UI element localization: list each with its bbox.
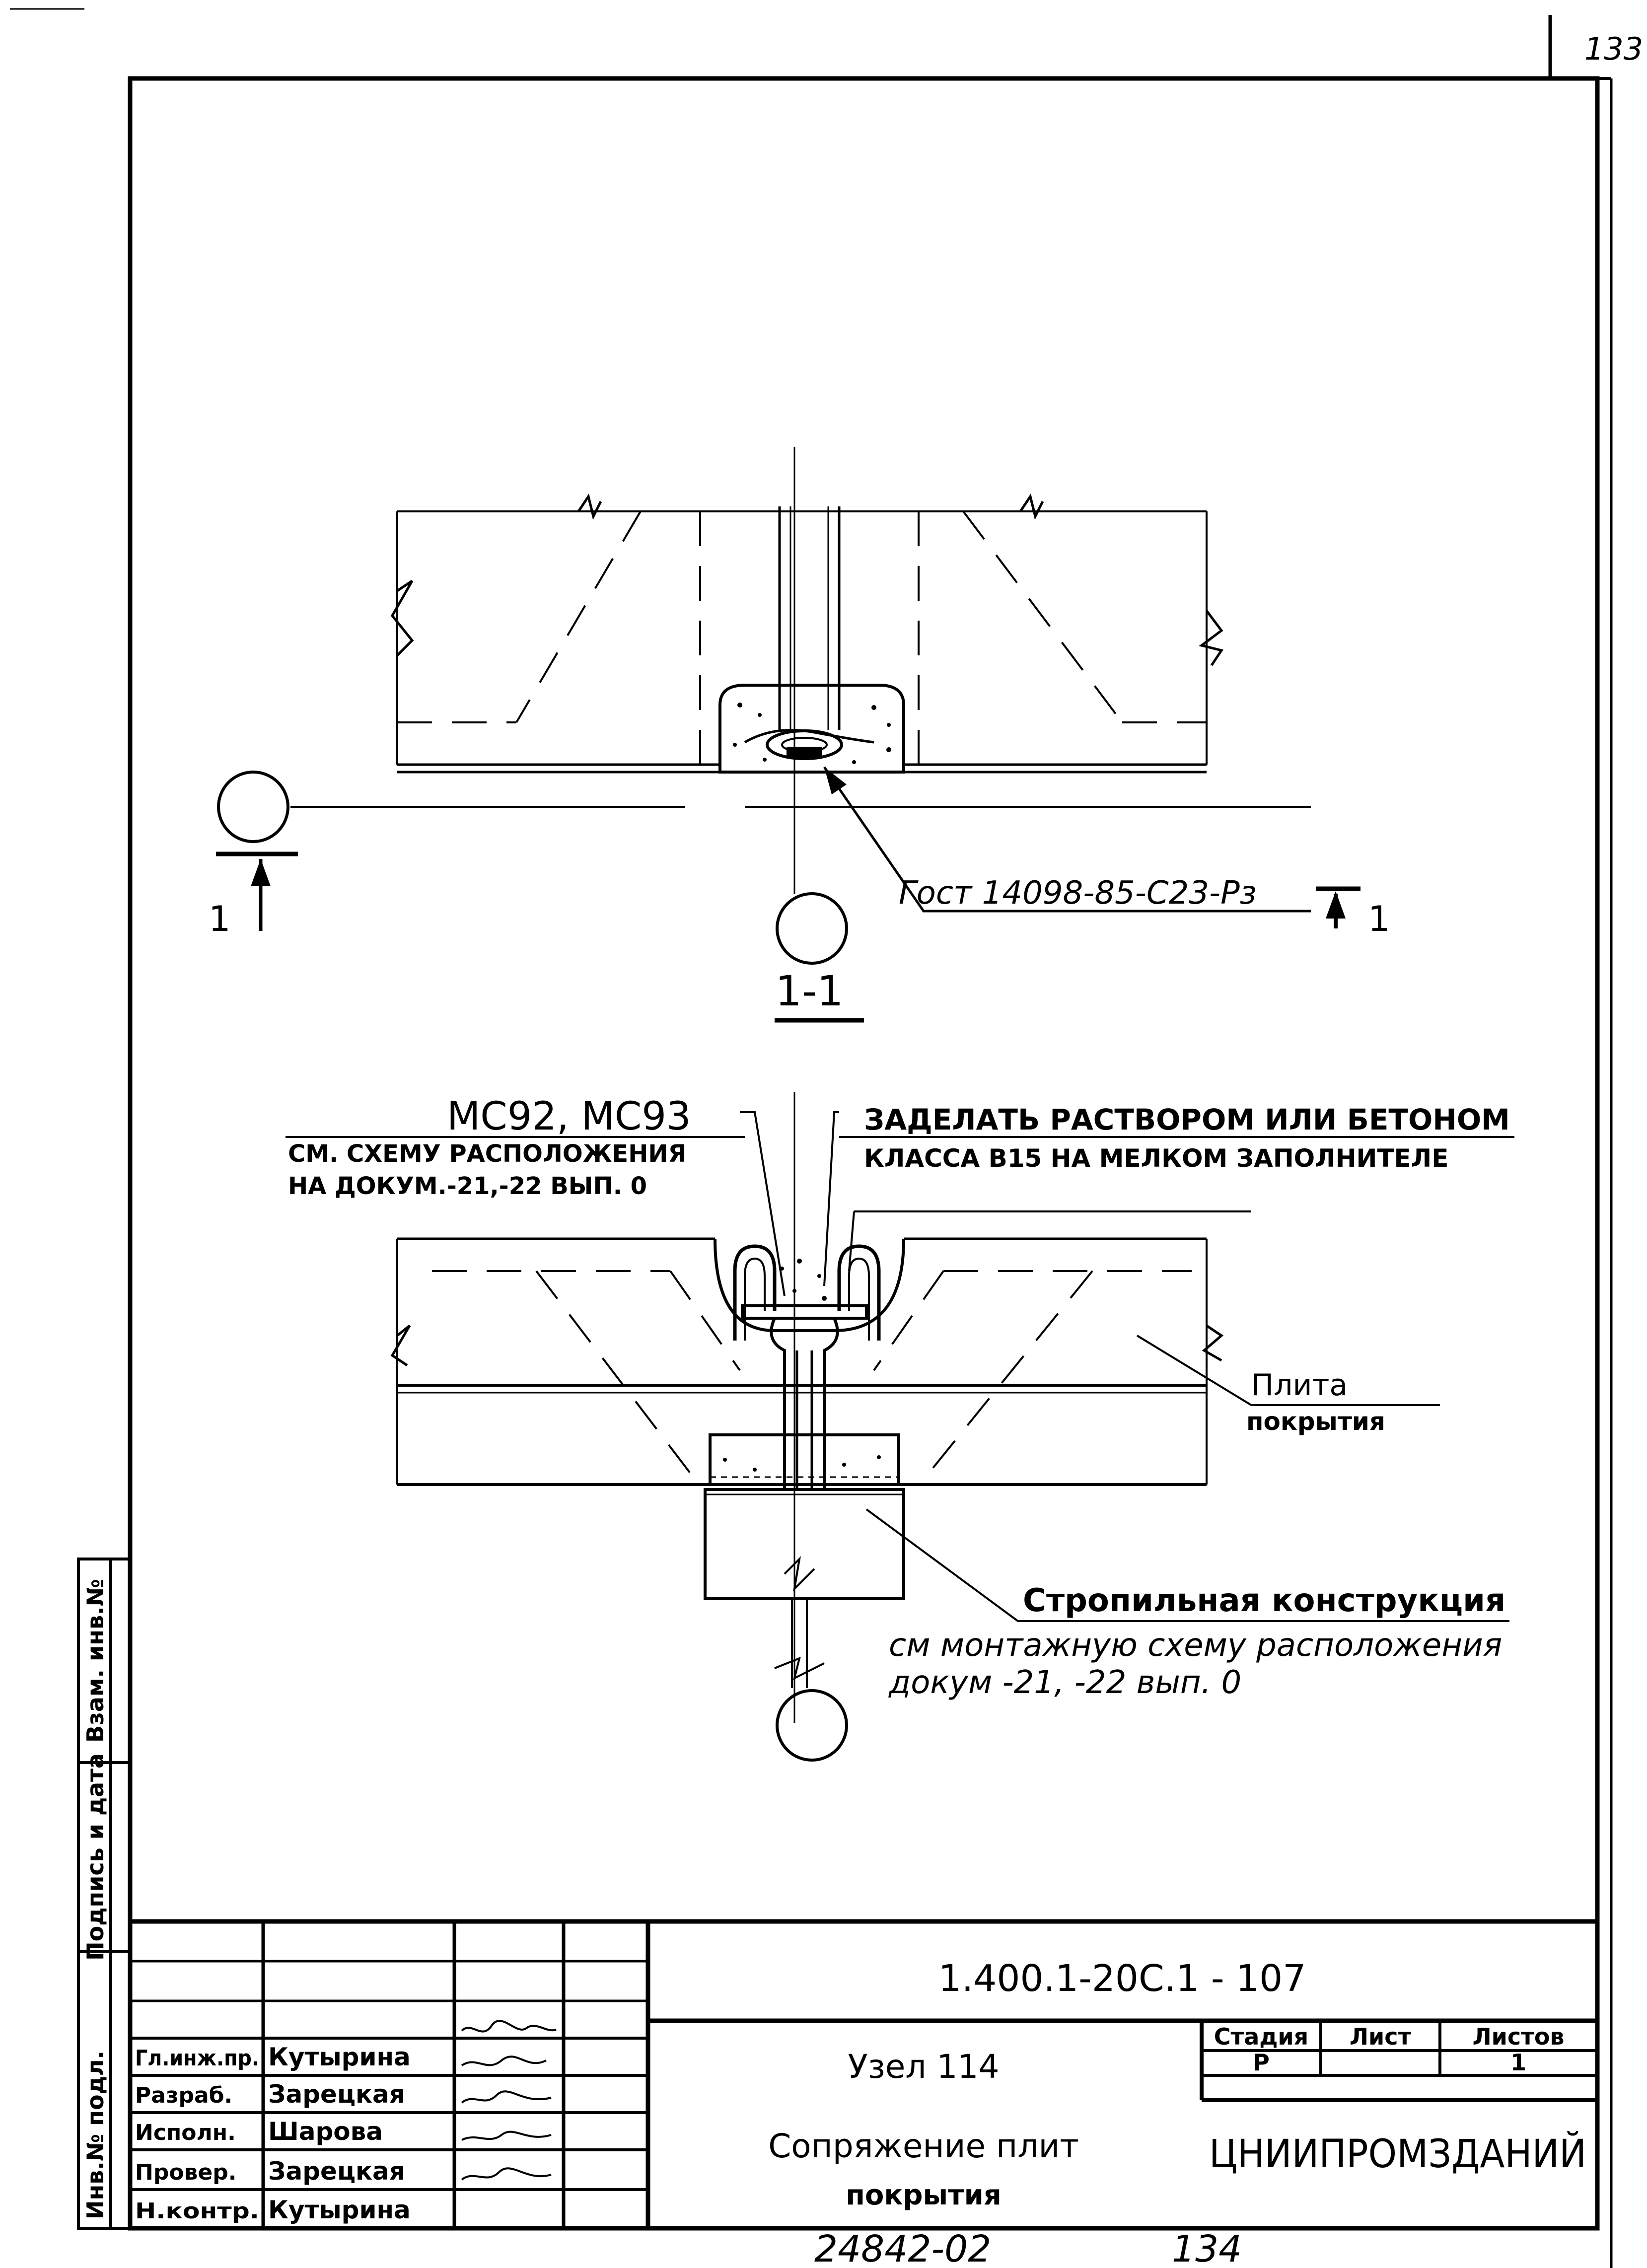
name-5: Кутырина — [268, 2196, 411, 2224]
role-prover: Провер. — [135, 2160, 236, 2185]
concrete-stipple — [723, 1259, 881, 1472]
mc-note-2: НА ДОКУМ.-21,-22 ВЫП. 0 — [288, 1172, 647, 1200]
truss-label: Стропильная конструкция — [1023, 1582, 1505, 1619]
page-number: 133 — [1584, 31, 1643, 67]
fill-note-2: КЛАССА В15 НА МЕЛКОМ ЗАПОЛНИТЕЛЕ — [864, 1144, 1448, 1173]
mc-label: МС92, МС93 — [447, 1094, 691, 1139]
stage-value: Р — [1253, 2049, 1270, 2076]
role-ispoln: Исполн. — [135, 2120, 236, 2145]
slab-label-2: покрытия — [1246, 1407, 1385, 1436]
title-block — [130, 1919, 1597, 2228]
vzam-inv-label: Взам. инв.№ — [82, 1579, 109, 1743]
side-stamp — [77, 1558, 132, 2230]
section-arrow-left-icon — [251, 859, 271, 886]
sheet-header: Лист — [1350, 2023, 1412, 2050]
archive-number: 24842-02 — [814, 2228, 991, 2268]
sheets-header: Листов — [1472, 2023, 1564, 2050]
truss-note-2: докум -21, -22 вып. 0 — [888, 1664, 1241, 1701]
sign-date-label: Подпись и дата — [82, 1753, 109, 1961]
stage-header: Стадия — [1214, 2023, 1308, 2050]
plan-view — [216, 447, 1361, 965]
role-razrab: Разраб. — [135, 2083, 232, 2108]
desc-line-2: покрытия — [846, 2179, 1002, 2211]
node-title: Узел 114 — [848, 2048, 999, 2086]
slab-label-1: Плита — [1251, 1368, 1348, 1403]
name-1: Кутырина — [268, 2043, 411, 2071]
name-4: Зарецкая — [268, 2157, 405, 2186]
sheets-value: 1 — [1510, 2049, 1526, 2076]
desc-line-1: Сопряжение плит — [768, 2127, 1079, 2165]
section-view — [390, 1092, 1509, 1762]
section-arrow-right-icon — [1326, 891, 1346, 919]
name-3: Шарова — [268, 2117, 383, 2146]
fill-note-1: ЗАДЕЛАТЬ РАСТВОРОМ ИЛИ БЕТОНОМ — [864, 1103, 1510, 1136]
archive-page: 134 — [1172, 2228, 1242, 2268]
name-2: Зарецкая — [268, 2080, 405, 2109]
section-mark-right: 1 — [1368, 899, 1390, 939]
mc-note-1: СМ. СХЕМУ РАСПОЛОЖЕНИЯ — [288, 1140, 687, 1168]
sheet-frame — [10, 8, 1613, 2268]
role-n-kontr: Н.контр. — [135, 2198, 259, 2224]
section-title: 1-1 — [775, 967, 843, 1015]
inv-no-label: Инв.№ подл. — [82, 2051, 109, 2219]
organization: ЦНИИПРОМЗДАНИЙ — [1209, 2131, 1586, 2177]
role-gl-ing: Гл.инж.пр. — [135, 2046, 259, 2071]
gost-label: Гост 14098-85-С23-Рз — [899, 875, 1257, 912]
section-mark-left: 1 — [209, 899, 231, 939]
doc-code: 1.400.1-20С.1 - 107 — [938, 1957, 1306, 2000]
truss-note-1: см монтажную схему расположения — [889, 1627, 1502, 1664]
leader-arrow-icon — [824, 767, 847, 794]
